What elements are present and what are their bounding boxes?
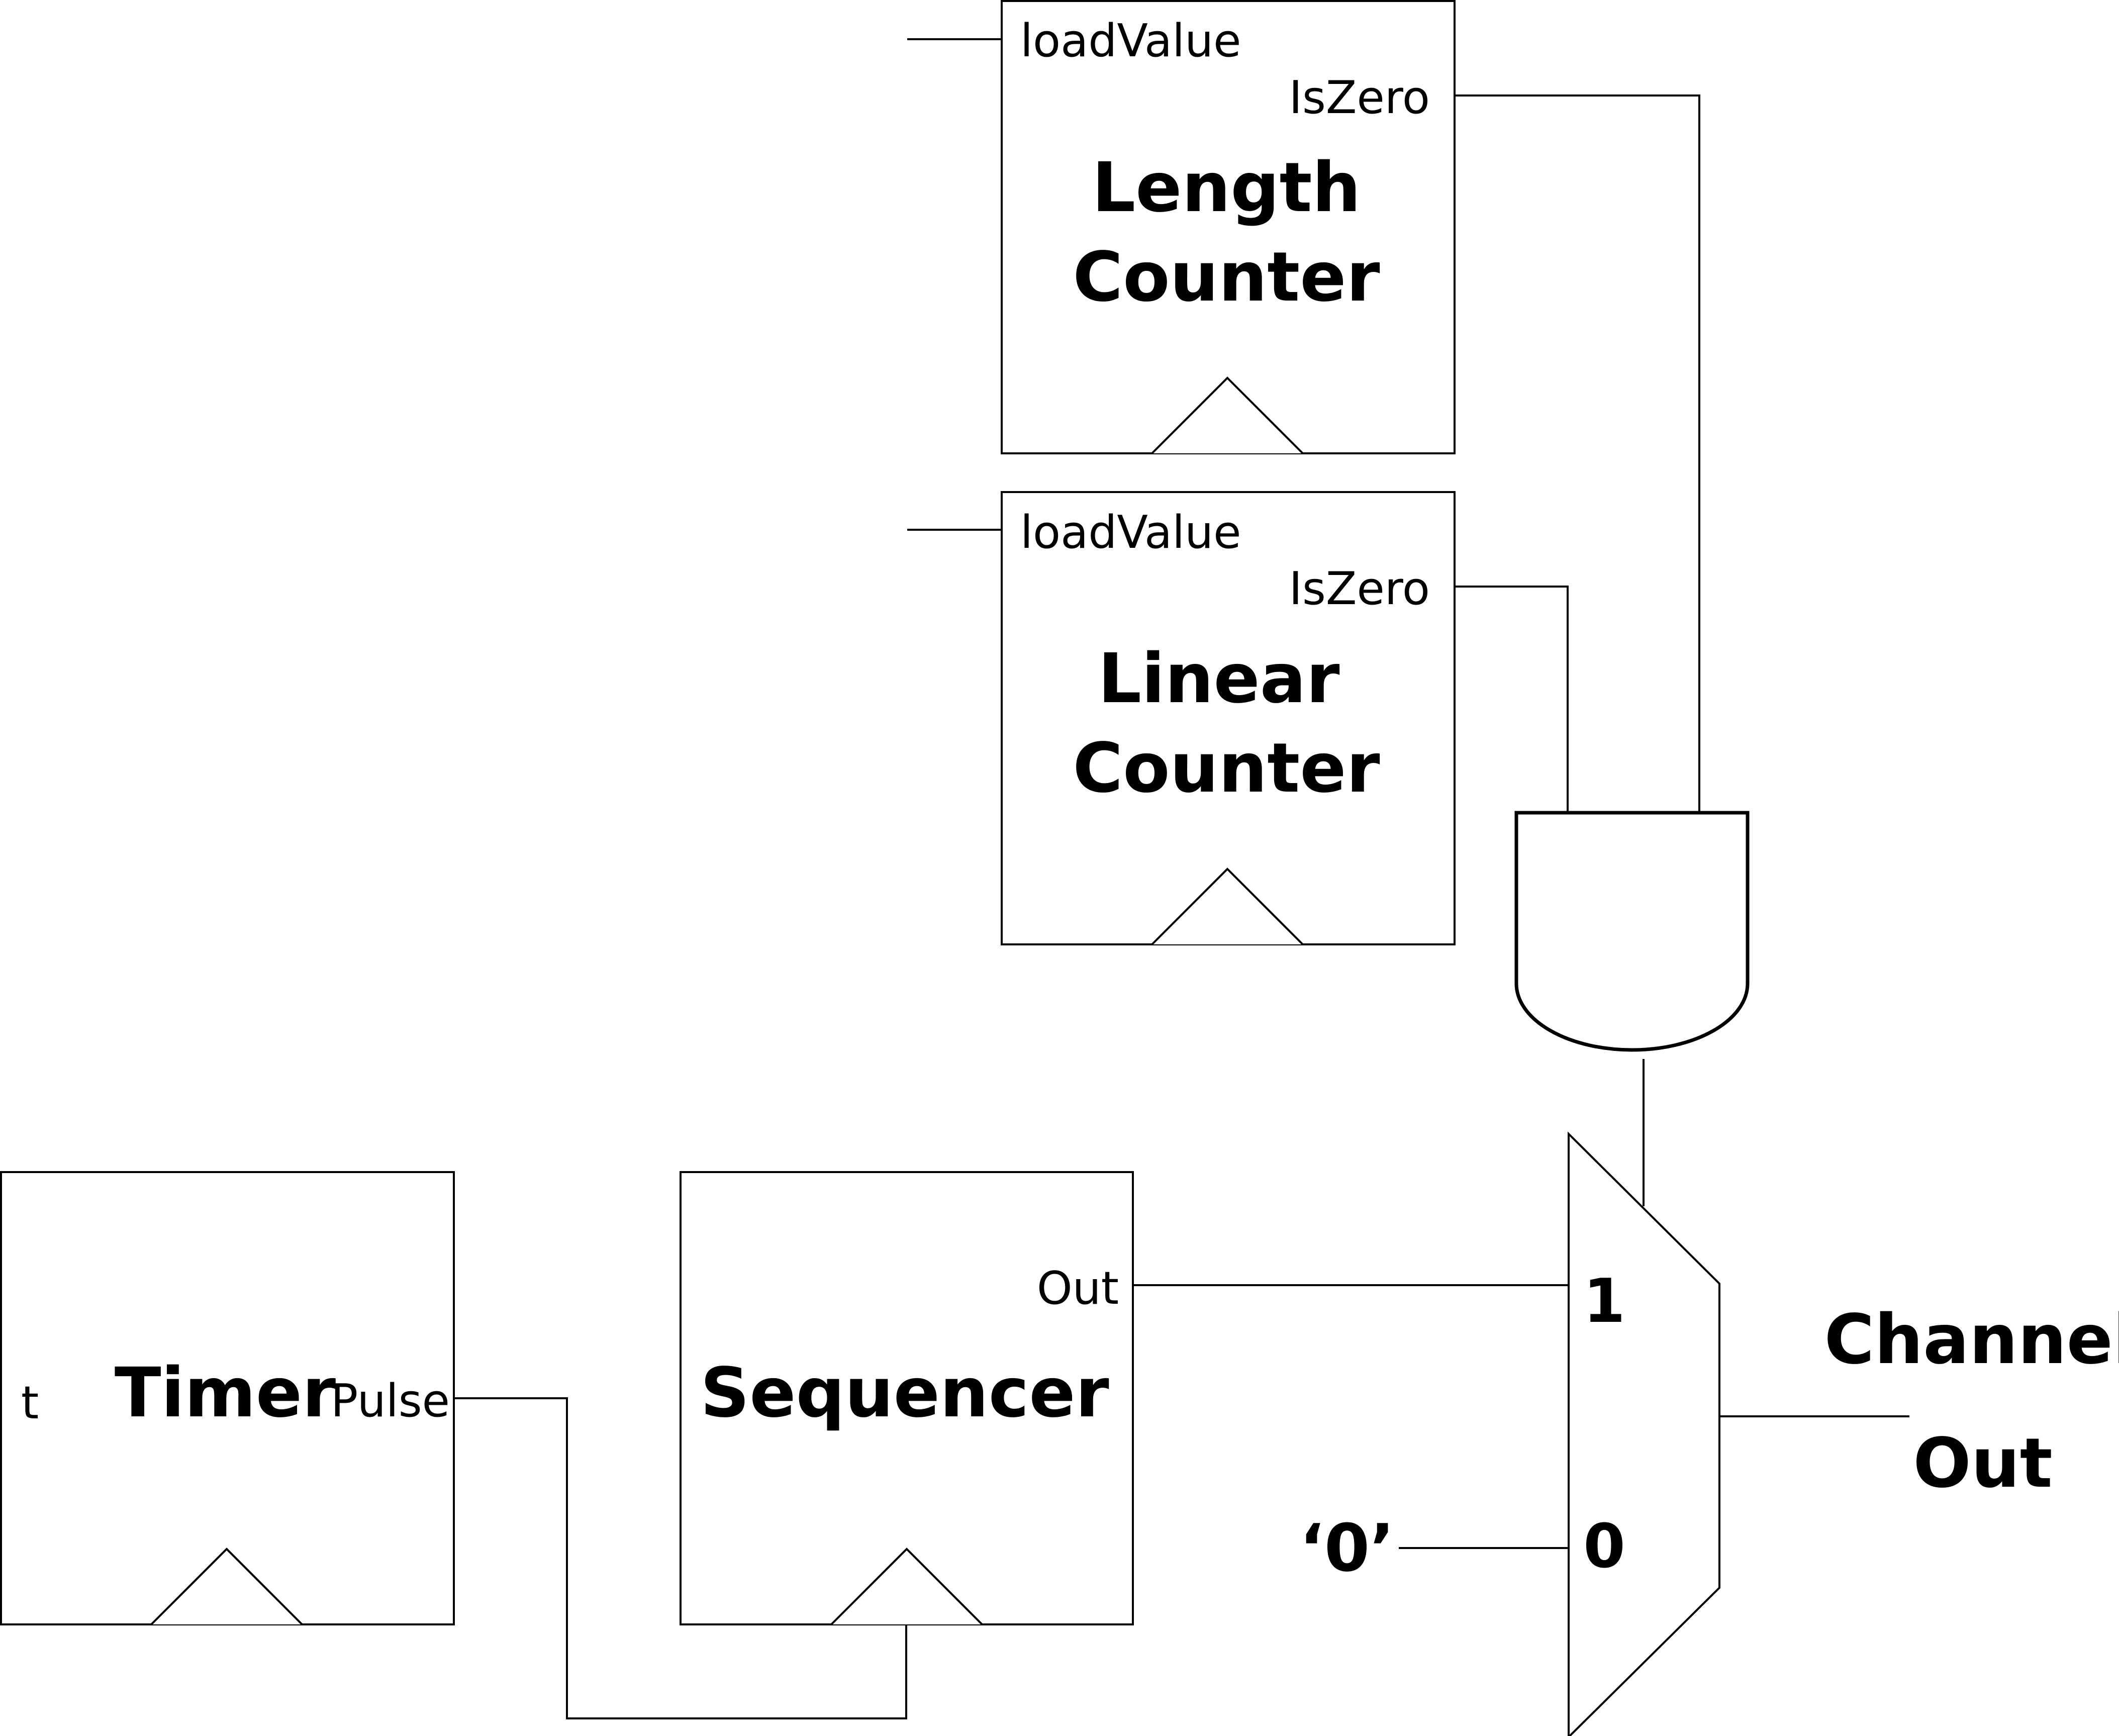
linear-counter-load-label: loadValue xyxy=(1020,506,1241,559)
timer-block: t Timer Pulse xyxy=(0,1171,455,1625)
length-counter-iszero-label: IsZero xyxy=(1289,71,1430,124)
sequencer-title: Sequencer xyxy=(700,1354,1109,1433)
length-iszero-wire xyxy=(1455,94,1700,813)
sequencer-out-label: Out xyxy=(1037,1262,1119,1315)
mux-input-0-label: 0 xyxy=(1583,1512,1625,1582)
channel-out-label-line2: Out xyxy=(1913,1424,2052,1503)
linear-counter-title-line1: Linear xyxy=(1098,639,1339,719)
timer-t-label: t xyxy=(21,1377,39,1429)
constant-zero-label: ‘0’ xyxy=(1299,1510,1394,1586)
timer-clock-triangle xyxy=(150,1548,303,1625)
length-counter-clock-triangle xyxy=(1151,376,1304,454)
linear-counter-iszero-label: IsZero xyxy=(1289,562,1430,615)
multiplexer xyxy=(1568,1131,1720,1736)
length-counter-title-line1: Length xyxy=(1092,148,1361,228)
linear-counter-title-line2: Counter xyxy=(1073,729,1380,808)
linear-iszero-wire xyxy=(1455,586,1569,813)
and-gate xyxy=(1514,811,1750,1052)
timer-pulse-label: Pulse xyxy=(331,1375,450,1427)
timer-pulse-wire xyxy=(454,1397,907,1719)
length-counter-title-line2: Counter xyxy=(1073,238,1380,317)
linear-counter-clock-triangle xyxy=(1151,867,1304,945)
mux-input-1-label: 1 xyxy=(1583,1267,1625,1336)
linear-counter-block: loadValue IsZero Linear Counter xyxy=(907,491,1456,945)
sequencer-clock-triangle xyxy=(830,1548,983,1625)
channel-out-label-line1: Channel xyxy=(1824,1300,2119,1380)
timer-title: Timer xyxy=(115,1354,336,1433)
sequencer-block: Out Sequencer xyxy=(680,1171,1134,1625)
length-counter-block: loadValue IsZero Length Counter xyxy=(907,0,1456,454)
length-counter-load-label: loadValue xyxy=(1020,15,1241,67)
